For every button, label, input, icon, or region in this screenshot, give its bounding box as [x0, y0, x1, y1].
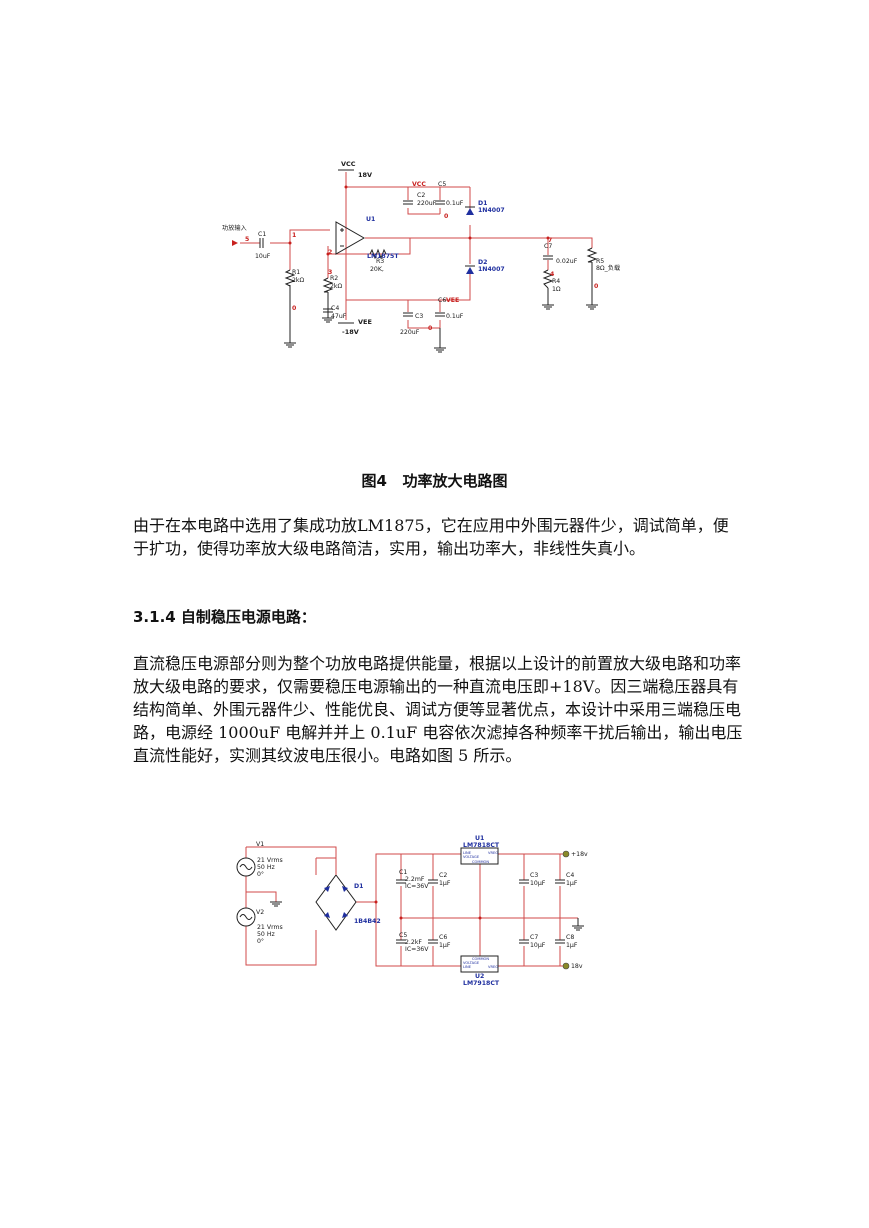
u2-label: U2: [475, 973, 484, 980]
c1-label: C1: [399, 869, 407, 876]
r4-label: R4: [552, 278, 560, 285]
c6-label: C6: [439, 934, 447, 941]
r1-label: R1: [292, 269, 300, 276]
c3-label: C3: [530, 872, 538, 879]
c5-value: 0.1uF: [446, 200, 464, 207]
input-label: 功放输入: [222, 224, 247, 232]
node-0d: 0: [594, 283, 599, 290]
c2-label: C2: [439, 872, 447, 879]
r2-value: 2kΩ: [330, 283, 343, 290]
c7-label: C7: [544, 243, 552, 250]
vee-net-label: VEE: [446, 297, 459, 304]
u2-pin-vreg: VREG: [488, 965, 498, 969]
c2-value: 220uF: [417, 200, 437, 207]
c6-label: C6: [438, 297, 446, 304]
node-7: 7: [548, 237, 552, 244]
rf-value: 20K,: [370, 266, 384, 273]
c8-label: C8: [566, 934, 574, 941]
r2-label: R2: [330, 275, 338, 282]
u2-part: LM7918CT: [463, 980, 500, 987]
c7-label: C7: [530, 934, 538, 941]
u2-pin-voltage: VOLTAGE: [463, 961, 480, 965]
c5-label: C5: [438, 181, 446, 188]
d1-part: 1N4007: [478, 207, 505, 214]
u1-label: U1: [366, 216, 375, 223]
c8-value: 1μF: [566, 942, 578, 949]
c2-value: 1μF: [439, 880, 451, 887]
d2-label: D2: [478, 259, 487, 266]
c4-label: C4: [566, 872, 574, 879]
c6-value: 1μF: [439, 942, 451, 949]
paragraph-2: 直流稳压电源部分则为整个功放电路提供能量，根据以上设计的前置放大级电路和功率放大…: [133, 654, 743, 765]
r1-value: 2kΩ: [292, 277, 305, 284]
c3-value: 10μF: [530, 880, 546, 887]
d1-label: D1: [478, 200, 487, 207]
figure-5-circuit: V1 21 Vrms 50 Hz 0° V2 21 Vrms 50 Hz 0° …: [226, 830, 596, 990]
vcc-label: VCC: [341, 160, 356, 168]
vcc-net-label: VCC: [412, 181, 426, 188]
u1-pin-common: COMMON: [472, 860, 489, 864]
r4-value: 1Ω: [552, 286, 561, 293]
vcc-value: 18V: [358, 171, 372, 179]
c5-value: 2.2kF: [405, 939, 422, 946]
c1-value: 10uF: [255, 253, 271, 260]
c3-value: 220uF: [400, 329, 420, 336]
figure-4-caption: 图4 功率放大电路图: [361, 472, 508, 490]
section-heading: 3.1.4 自制稳压电源电路：: [133, 608, 316, 626]
c3-label: C3: [415, 313, 423, 320]
v2-label: V2: [256, 909, 264, 916]
c1-ic: IC=36V: [405, 883, 429, 890]
rf-label: R3: [376, 258, 384, 265]
c1-label: C1: [258, 231, 266, 238]
r5-value: 8Ω_负载: [596, 264, 620, 272]
paragraph-1: 由于在本电路中选用了集成功放LM1875，它在应用中外围元器件少，调试简单，便于…: [133, 516, 729, 558]
c7-value: 10μF: [530, 942, 546, 949]
node-1: 1: [292, 232, 296, 239]
d2-part: 1N4007: [478, 266, 505, 273]
node-3: 3: [328, 269, 332, 276]
c6-value: 0.1uF: [446, 313, 464, 320]
node-4: 4: [550, 271, 555, 278]
u1-pin-voltage: VOLTAGE: [463, 855, 480, 859]
v1-label: V1: [256, 841, 264, 848]
u1-label: U1: [475, 835, 484, 842]
v2-hz: 50 Hz: [257, 931, 275, 938]
c5-label: C5: [399, 932, 407, 939]
c4-value: 1μF: [566, 880, 578, 887]
vee-value: -18V: [342, 328, 359, 336]
d1-part: 1B4B42: [354, 918, 381, 925]
v1-hz: 50 Hz: [257, 864, 275, 871]
c4-value: 47uF: [331, 313, 347, 320]
d1-label: D1: [354, 883, 363, 890]
u1-part: LM7818CT: [463, 842, 500, 849]
c5-ic: IC=36V: [405, 946, 429, 953]
figure-4-circuit: VCC 18V VCC C5 C2 220uF 0.1uF D1 1N4007 …: [200, 150, 620, 360]
node-2: 2: [328, 249, 332, 256]
node-0c: 0: [428, 325, 433, 332]
vee-label: VEE: [358, 318, 372, 326]
v2-deg: 0°: [257, 937, 264, 945]
c7-value: 0.02uF: [556, 258, 578, 265]
c4-label: C4: [331, 305, 339, 312]
u1-pin-vreg: VREG: [488, 851, 498, 855]
node-0b: 0: [444, 213, 449, 220]
u1-part: LM1875T: [367, 253, 399, 260]
u1-pin-line: LINE: [463, 851, 472, 855]
r5-label: R5: [596, 258, 604, 265]
u2-pin-common: COMMON: [472, 957, 489, 961]
out-pos-label: +18v: [571, 851, 588, 858]
c1-value: 2.2mF: [405, 876, 425, 883]
v1-deg: 0°: [257, 870, 264, 878]
node-5: 5: [245, 236, 249, 243]
c2-label: C2: [417, 192, 425, 199]
u2-pin-line: LINE: [463, 965, 472, 969]
v1-vrms: 21 Vrms: [257, 857, 283, 864]
v2-vrms: 21 Vrms: [257, 924, 283, 931]
out-neg-label: 18v: [571, 963, 583, 970]
node-0a: 0: [292, 305, 297, 312]
